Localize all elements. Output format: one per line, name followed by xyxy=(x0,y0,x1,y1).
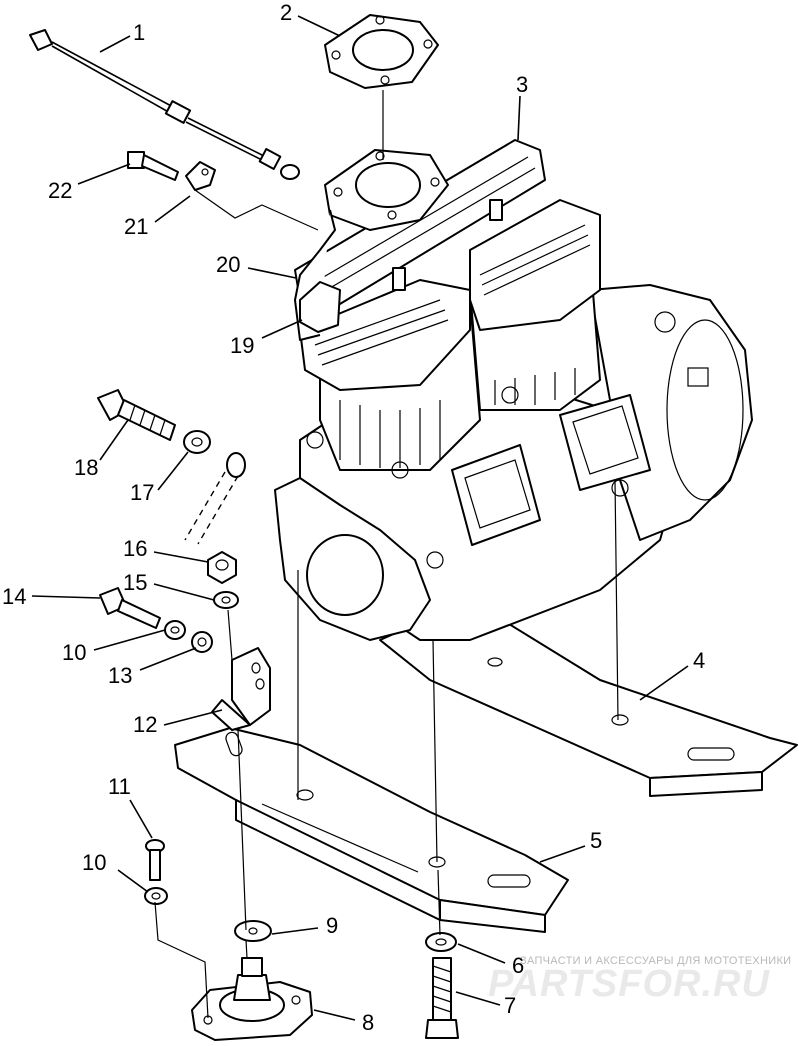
callout-18: 18 xyxy=(74,455,98,480)
callout-13: 13 xyxy=(108,663,132,688)
lower-frame-plate-part-5 xyxy=(174,727,569,933)
rubber-mount-part-8 xyxy=(191,957,313,1041)
callout-10b: 10 xyxy=(62,640,86,665)
callout-20: 20 xyxy=(216,252,240,277)
bolt-part-7 xyxy=(425,957,459,1039)
callout-15: 15 xyxy=(123,570,147,595)
callout-19: 19 xyxy=(230,333,254,358)
washer-part-17 xyxy=(183,430,211,454)
engine-mount-plate-part-4 xyxy=(379,599,798,797)
washer-part-10-lower xyxy=(144,887,168,905)
callout-4: 4 xyxy=(693,648,705,673)
gasket-part-2 xyxy=(324,14,439,89)
callout-10a: 10 xyxy=(82,850,106,875)
engine-assembly xyxy=(274,139,753,641)
cable-part-1 xyxy=(29,29,300,180)
callout-22: 22 xyxy=(48,178,72,203)
washer-part-10-upper xyxy=(164,620,186,640)
callout-3: 3 xyxy=(516,72,528,97)
nut-part-16 xyxy=(207,551,237,584)
bolt-part-11 xyxy=(145,839,165,881)
callout-14: 14 xyxy=(2,584,26,609)
washer-part-13 xyxy=(191,631,213,653)
callout-labels: 1 2 3 4 5 6 7 8 9 10 11 12 13 14 10 15 1… xyxy=(2,0,705,1035)
washer-part-9 xyxy=(234,920,272,942)
callout-21: 21 xyxy=(124,214,148,239)
callout-8: 8 xyxy=(362,1010,374,1035)
ground-strap xyxy=(184,452,246,545)
callout-9: 9 xyxy=(326,913,338,938)
washer-part-6 xyxy=(425,932,457,952)
callout-2: 2 xyxy=(280,0,292,25)
callout-5: 5 xyxy=(590,828,602,853)
watermark-subtitle: ЗАПЧАСТИ И АКСЕССУАРЫ ДЛЯ МОТОТЕХНИКИ xyxy=(520,955,791,967)
washer-part-15 xyxy=(213,591,239,609)
callout-6: 6 xyxy=(512,953,524,978)
clip-part-21 xyxy=(185,161,216,191)
callout-17: 17 xyxy=(130,480,154,505)
leader-lines xyxy=(31,15,689,1021)
watermark-brand: PARTSFOR.RU xyxy=(488,963,770,1005)
watermark: ЗАПЧАСТИ И АКСЕССУАРЫ ДЛЯ МОТОТЕХНИКИ PA… xyxy=(488,955,791,1005)
bolt-part-22 xyxy=(127,151,179,181)
alignment-lines xyxy=(154,90,619,1019)
callout-7: 7 xyxy=(504,993,516,1018)
bracket-part-12 xyxy=(211,647,271,731)
callout-12: 12 xyxy=(133,712,157,737)
callout-1: 1 xyxy=(133,20,145,45)
bolt-part-18 xyxy=(97,389,176,441)
bolt-part-14 xyxy=(99,587,161,629)
callout-16: 16 xyxy=(123,536,147,561)
callout-11: 11 xyxy=(108,774,131,799)
